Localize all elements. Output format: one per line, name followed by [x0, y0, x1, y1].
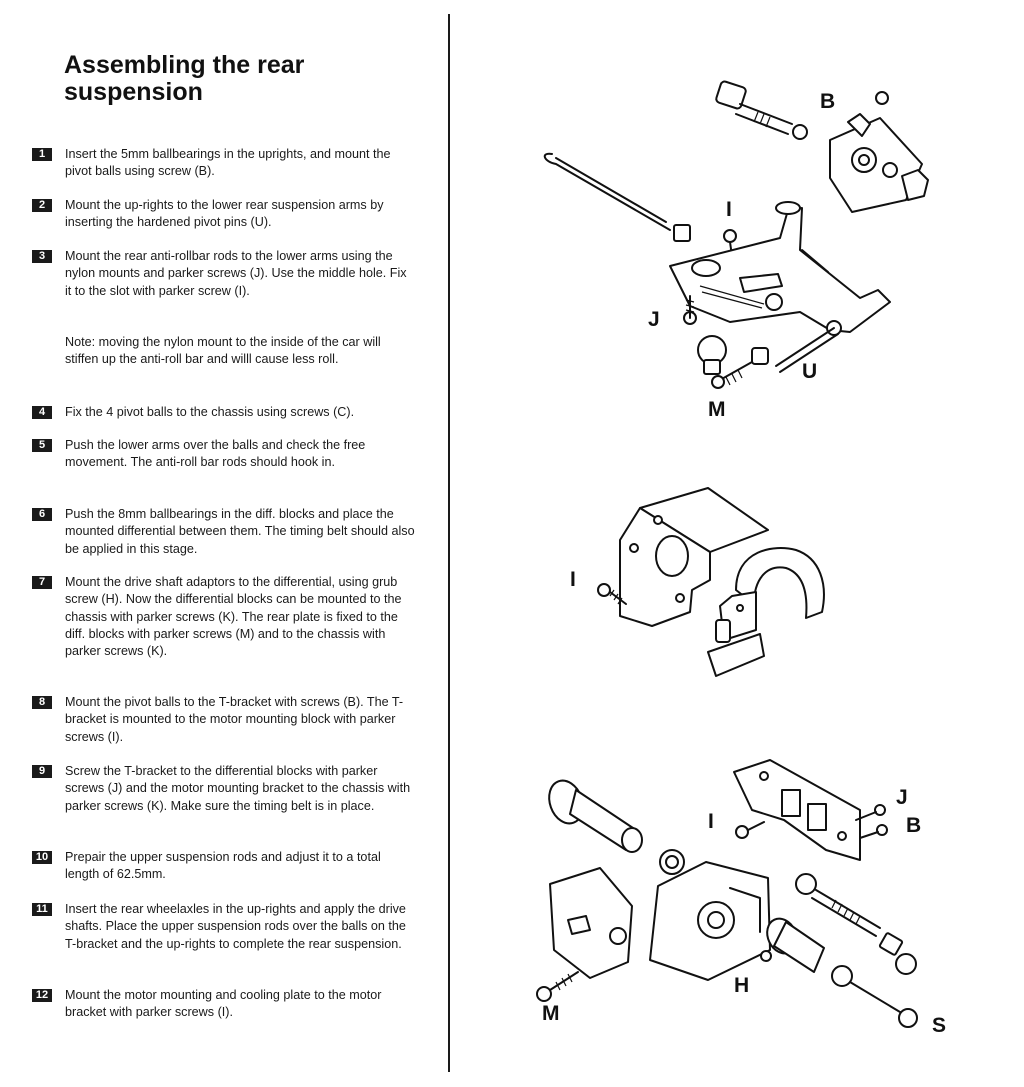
step-number: 5 [32, 439, 52, 452]
anti-rollbar-rod [543, 152, 691, 242]
label-h: H [734, 974, 750, 997]
screw-i [597, 583, 627, 605]
screw-m [536, 971, 579, 1002]
step-text: Mount the up-rights to the lower rear su… [65, 198, 384, 230]
step-text: Push the lower arms over the balls and c… [65, 438, 366, 470]
label-i: I [708, 810, 714, 833]
drive-shaft-part [831, 965, 918, 1028]
figure-suspension-arm: B I J M U [530, 60, 990, 440]
nylon-mount-part [697, 335, 769, 389]
step-text: Mount the drive shaft adaptors to the di… [65, 575, 402, 659]
step-note: Note: moving the nylon mount to the insi… [65, 335, 381, 367]
axle-part [715, 80, 808, 140]
column-divider [448, 14, 450, 1072]
step-number: 6 [32, 508, 52, 521]
label-m: M [542, 1002, 560, 1025]
label-i: I [570, 568, 576, 591]
pivot-pin-u [775, 327, 839, 373]
step-number: 10 [32, 851, 52, 864]
suspension-arm-drawing [543, 80, 929, 389]
figure-motor-mount: I [560, 480, 860, 700]
label-j: J [896, 786, 908, 809]
upright-part [829, 91, 929, 213]
step-number: 3 [32, 250, 52, 263]
drive-shaft-adaptor-part [760, 917, 825, 973]
step-number: 9 [32, 765, 52, 778]
label-b: B [906, 814, 922, 837]
label-j: J [648, 308, 660, 331]
step-number: 2 [32, 199, 52, 212]
motor-bracket-part [707, 547, 825, 677]
step-text: Fix the 4 pivot balls to the chassis usi… [65, 405, 355, 419]
upper-rod-part [795, 873, 917, 975]
step-number: 11 [32, 903, 52, 916]
t-bracket-part [733, 759, 861, 861]
diff-block-part [649, 861, 771, 981]
label-s: S [932, 1014, 947, 1037]
label-b: B [820, 90, 836, 113]
step-text: Push the 8mm ballbearings in the diff. b… [65, 507, 415, 556]
bearing-part [659, 849, 685, 875]
screws-j-b [855, 804, 888, 839]
cooling-plate-part [619, 487, 769, 627]
step-text: Mount the rear anti-rollbar rods to the … [65, 249, 407, 298]
step-number: 8 [32, 696, 52, 709]
page-title: Assembling the rear suspension [64, 51, 305, 106]
lower-arm-part [669, 201, 891, 336]
step-number: 12 [32, 989, 52, 1002]
step-text: Screw the T-bracket to the differential … [65, 764, 411, 813]
rear-plate-part [549, 867, 633, 979]
figure-diff-assembly: I J B M H S [520, 750, 990, 1050]
motor-mount-drawing [597, 487, 825, 677]
step-text: Mount the pivot balls to the T-bracket w… [65, 695, 404, 744]
label-u: U [802, 360, 818, 383]
step-number: 4 [32, 406, 52, 419]
step-text: Prepair the upper suspension rods and ad… [65, 850, 381, 882]
diff-shaft-part [548, 779, 643, 853]
step-text: Mount the motor mounting and cooling pla… [65, 988, 382, 1020]
step-text: Insert the rear wheelaxles in the up-rig… [65, 902, 406, 951]
step-number: 1 [32, 148, 52, 161]
diff-assembly-drawing [536, 759, 918, 1028]
screw-j [683, 295, 697, 325]
label-m: M [708, 398, 726, 421]
step-number: 7 [32, 576, 52, 589]
label-i: I [726, 198, 732, 221]
screw-i [735, 821, 765, 839]
step-text: Insert the 5mm ballbearings in the uprig… [65, 147, 391, 179]
